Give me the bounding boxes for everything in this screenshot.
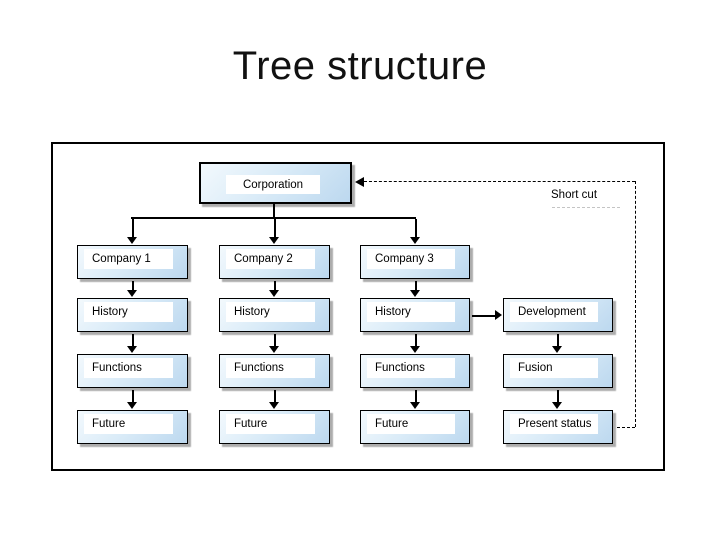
node-label: History <box>367 302 455 322</box>
connector-arrow-down <box>552 334 563 353</box>
node-history-3: History <box>360 298 470 332</box>
connector-arrow-down <box>269 219 280 244</box>
node-label: Future <box>226 414 315 434</box>
node-label: Company 2 <box>226 249 315 269</box>
node-history-1: History <box>77 298 188 332</box>
node-label: Company 1 <box>84 249 173 269</box>
node-label: Future <box>84 414 173 434</box>
connector-arrow-down <box>410 334 421 353</box>
connector-arrow-down <box>269 281 280 297</box>
node-label: Company 3 <box>367 249 455 269</box>
node-history-2: History <box>219 298 330 332</box>
slide-title: Tree structure <box>232 44 488 88</box>
node-functions-1: Functions <box>77 354 188 388</box>
shortcut-arrowhead-icon <box>355 177 364 187</box>
node-functions-2: Functions <box>219 354 330 388</box>
shortcut-label-shadow <box>552 207 620 208</box>
node-label: Functions <box>226 358 315 378</box>
connector-corp-stem <box>273 204 275 219</box>
shortcut-dashed-line-right <box>635 181 636 427</box>
node-development: Development <box>503 298 613 332</box>
node-functions-3: Functions <box>360 354 470 388</box>
node-company-1: Company 1 <box>77 245 188 279</box>
node-corporation: Corporation <box>199 162 352 204</box>
node-present-status: Present status <box>503 410 613 444</box>
shortcut-dashed-line-bottom <box>617 427 635 428</box>
node-label: Corporation <box>226 175 320 194</box>
connector-arrow-down <box>410 281 421 297</box>
connector-arrow-down <box>127 390 138 409</box>
node-future-1: Future <box>77 410 188 444</box>
node-label: Future <box>367 414 455 434</box>
node-label: Functions <box>84 358 173 378</box>
connector-arrow-down <box>269 334 280 353</box>
connector-arrow-right <box>472 310 502 321</box>
node-company-3: Company 3 <box>360 245 470 279</box>
node-label: History <box>84 302 173 322</box>
connector-arrow-down <box>410 219 421 244</box>
connector-arrow-down <box>127 219 138 244</box>
node-label: Functions <box>367 358 455 378</box>
node-company-2: Company 2 <box>219 245 330 279</box>
node-fusion: Fusion <box>503 354 613 388</box>
connector-horizontal-bar <box>131 217 416 219</box>
connector-arrow-down <box>127 281 138 297</box>
node-future-3: Future <box>360 410 470 444</box>
connector-arrow-down <box>410 390 421 409</box>
node-label: Fusion <box>510 358 598 378</box>
shortcut-dashed-line-top <box>364 181 635 182</box>
connector-arrow-down <box>269 390 280 409</box>
node-label: Present status <box>510 414 598 434</box>
node-future-2: Future <box>219 410 330 444</box>
node-label: History <box>226 302 315 322</box>
node-label: Development <box>510 302 598 322</box>
connector-arrow-down <box>552 390 563 409</box>
shortcut-label: Short cut <box>551 189 598 201</box>
connector-arrow-down <box>127 334 138 353</box>
